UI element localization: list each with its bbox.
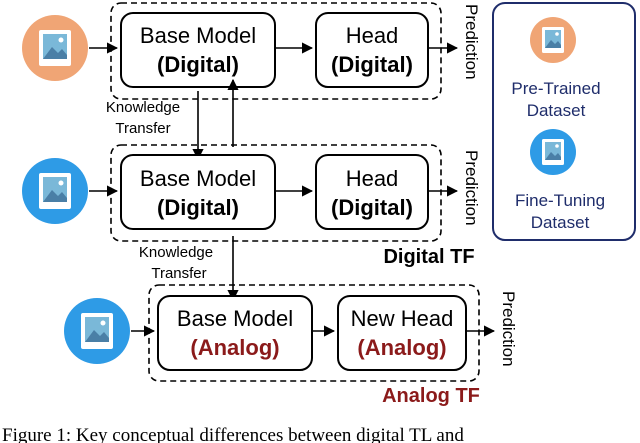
bottom-head-label: New Head [351,306,454,331]
top-base-sublabel: (Digital) [157,52,239,77]
top-head-sublabel: (Digital) [331,52,413,77]
finetuning-dataset-icon [530,129,576,175]
kt1-line1: Knowledge [106,99,180,116]
bottom-base-sublabel: (Analog) [190,335,279,360]
figure-caption: Figure 1: Key conceptual differences bet… [2,425,464,443]
middle-base-sublabel: (Digital) [157,195,239,220]
bottom-head-sublabel: (Analog) [357,335,446,360]
top-input-image [22,15,88,81]
middle-base-label: Base Model [140,166,256,191]
bottom-base-model-box [157,295,313,371]
bottom-prediction-label: Prediction [499,291,518,367]
finetuning-label-line2: Dataset [531,213,590,232]
middle-input-image [22,158,88,224]
middle-base-model-box [120,154,276,230]
kt2-line1: Knowledge [139,244,213,261]
analog-tf-label: Analog TF [382,385,480,407]
finetuning-label-line1: Fine-Tuning [515,191,605,210]
digital-tf-label: Digital TF [383,246,474,268]
middle-head-label: Head [346,166,399,191]
kt1-line2: Transfer [115,120,170,137]
top-head-label: Head [346,23,399,48]
kt2-line2: Transfer [151,265,206,282]
top-base-label: Base Model [140,23,256,48]
middle-head-sublabel: (Digital) [331,195,413,220]
middle-prediction-label: Prediction [462,150,481,226]
top-prediction-label: Prediction [462,4,481,80]
pretrained-label-line1: Pre-Trained [511,79,600,98]
bottom-input-image [64,298,130,364]
bottom-base-label: Base Model [177,306,293,331]
pretrained-label-line2: Dataset [527,101,586,120]
legend-box [492,2,636,241]
middle-head-box [315,154,429,230]
bottom-head-box [337,295,467,371]
pretrained-dataset-icon [530,17,576,63]
top-base-model-box [120,12,276,88]
top-head-box [315,12,429,88]
